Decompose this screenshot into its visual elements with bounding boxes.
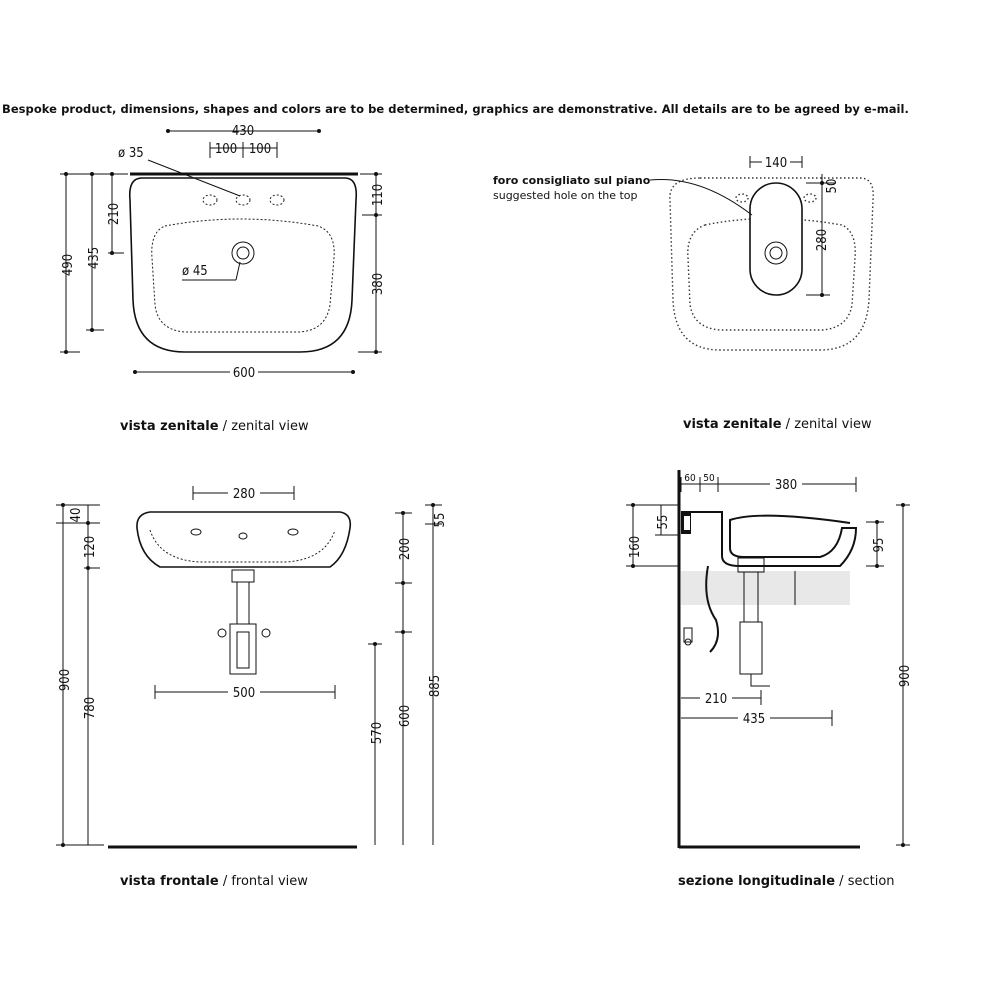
dim-d45: ø 45 [182,264,208,279]
dim-570: 570 [370,722,385,744]
dim-140: 140 [765,156,787,171]
basin-inner-bowl [151,218,335,333]
caption-zenital-right: vista zenitale / zenital view [683,417,872,432]
drain-outer [231,241,255,265]
dim-200: 200 [398,538,413,560]
zenital-view-left: 430 100 100 ø 35 ø 45 600 490 435 210 11… [60,124,386,434]
countertop [681,571,850,605]
dim-120: 120 [83,536,98,558]
caption-frontal: vista frontale / frontal view [120,874,308,889]
caption-section: sezione longitudinale / section [678,874,895,889]
note-english: suggested hole on the top [493,189,638,202]
dim-210-section: 210 [705,692,727,707]
basin-outline-dotted [669,177,874,351]
basin-section [681,511,858,567]
waste-pipe [236,581,250,625]
suggested-hole [749,182,803,296]
dim-280-right: 280 [815,229,830,251]
tap-hole-left [202,194,218,206]
dim-100-left: 100 [215,142,237,157]
dim-95: 95 [872,538,887,553]
frontal-view: 280 500 40 120 900 780 200 600 570 55 88… [56,485,448,889]
dim-55-front: 55 [433,513,448,528]
dim-380-section: 380 [775,478,797,493]
dim-110: 110 [371,184,386,206]
dim-60: 60 [684,473,696,484]
dim-490: 490 [61,254,76,276]
dim-600: 600 [233,366,255,381]
dim-160: 160 [628,536,643,558]
dim-50: 50 [825,179,840,194]
dim-280-front: 280 [233,487,255,502]
dim-500: 500 [233,686,255,701]
zenital-view-right: foro consigliato sul piano suggested hol… [493,154,874,432]
drain-inner [236,246,250,260]
dim-885: 885 [428,675,443,697]
tap-hole-center [235,194,251,206]
tap-hole-right [269,194,285,206]
disclaimer-notice: Bespoke product, dimensions, shapes and … [2,102,909,116]
dim-430: 430 [232,124,254,139]
dim-900-front: 900 [58,669,73,691]
dim-40: 40 [69,508,84,523]
dim-435: 435 [87,247,102,269]
dim-380: 380 [371,273,386,295]
siphon-trap [229,623,257,675]
dim-55-section: 55 [656,515,671,530]
dim-600-front: 600 [398,705,413,727]
caption-zenital-left: vista zenitale / zenital view [120,419,309,434]
dim-780: 780 [83,697,98,719]
dim-210: 210 [107,203,122,225]
dim-100-right: 100 [249,142,271,157]
dim-900-section: 900 [898,665,913,687]
basin-outline-top [128,177,358,353]
note-italian: foro consigliato sul piano [493,174,651,187]
dim-435-section: 435 [743,712,765,727]
dim-50-section: 50 [703,473,715,484]
section-view: 60 50 380 160 55 95 900 210 435 sezione … [626,470,913,889]
dim-d35: ø 35 [118,146,144,161]
basin-front [136,511,352,568]
basin-inner-dotted [687,217,856,331]
